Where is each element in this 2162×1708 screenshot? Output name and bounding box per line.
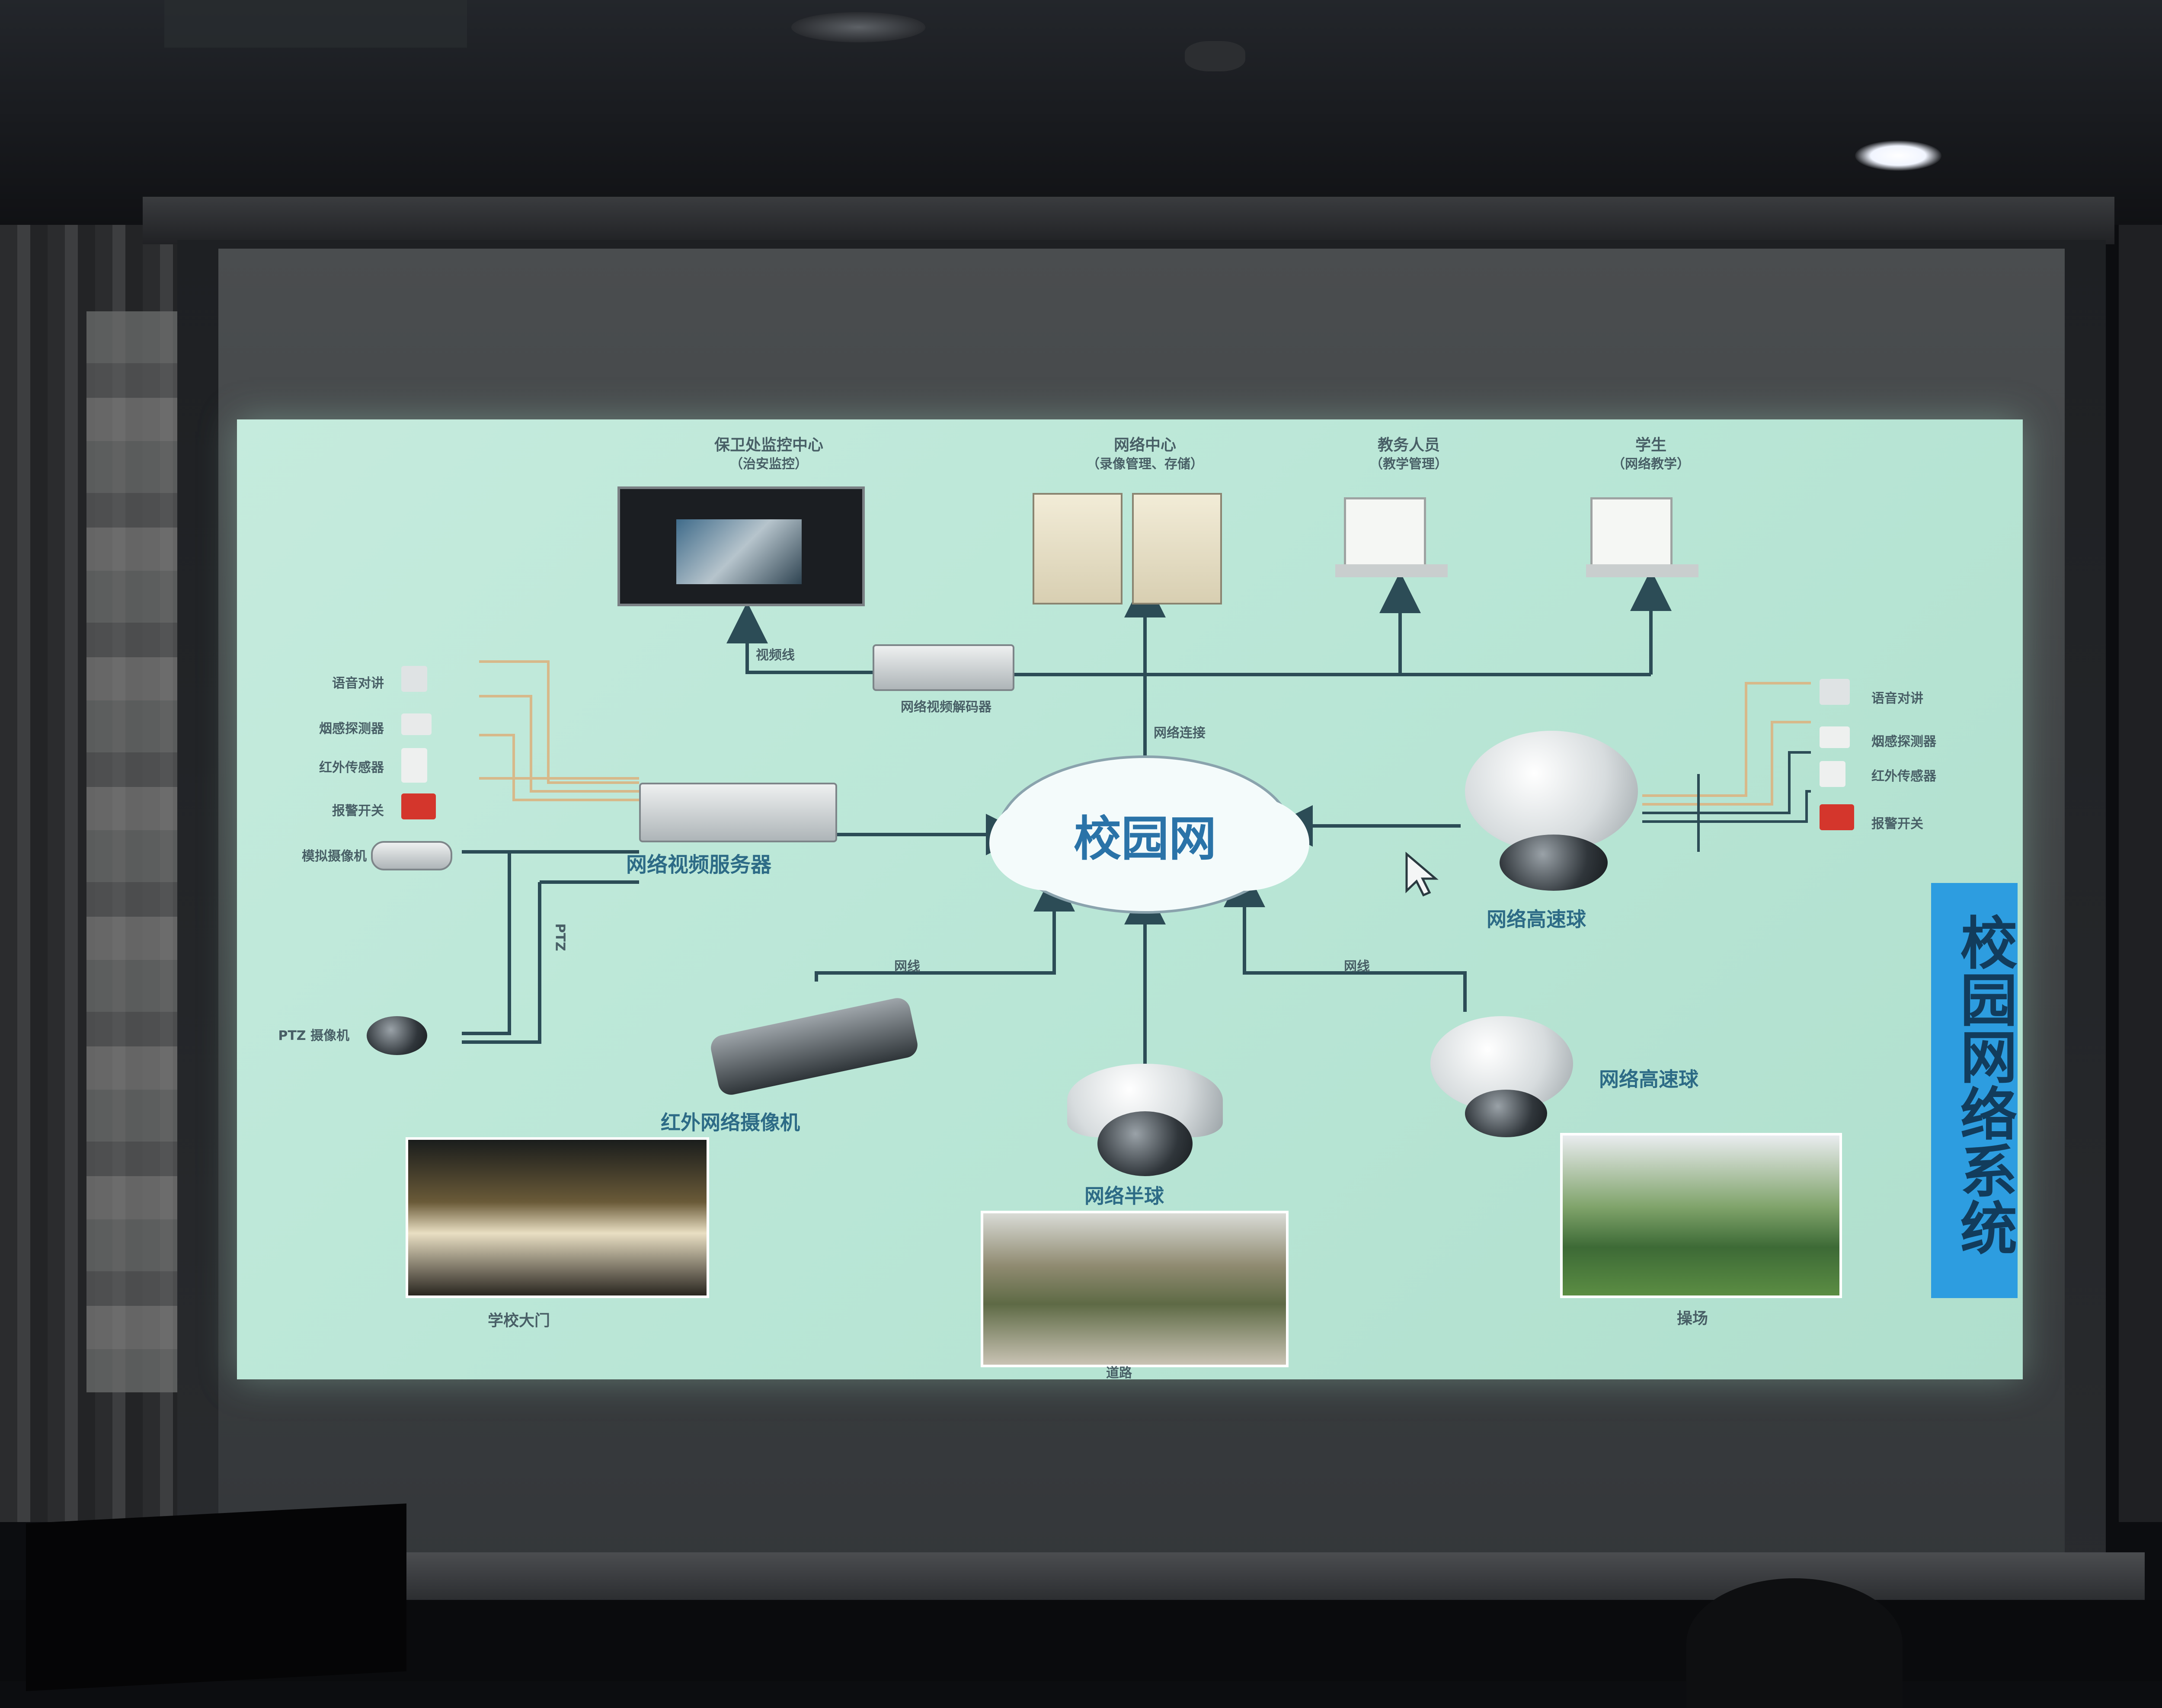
screen-bottom-rail <box>372 1552 2145 1600</box>
camera-lens-icon <box>1097 1111 1193 1176</box>
photo-label-road: 道路 <box>1106 1366 1132 1379</box>
net-line-left-label: 网线 <box>894 959 920 974</box>
ceiling-light <box>1855 141 1941 171</box>
side-title-banner: 校园网络系统 <box>1931 883 2018 1298</box>
server-tower-icon <box>1132 493 1222 605</box>
cloud-text: 校园网 <box>1074 811 1216 867</box>
hemisphere-label: 网络半球 <box>1084 1184 1164 1208</box>
server-tower-icon <box>1033 493 1123 605</box>
left-sensor-ptz-camera: PTZ 摄像机 <box>278 1028 349 1043</box>
intercom-icon <box>1820 679 1850 705</box>
playground-photo <box>1560 1133 1842 1298</box>
projected-slide: 校园网 保卫处监控中心 （治安监控） 网络中心 （录像管理、存储） 教务人员 （… <box>237 419 2023 1379</box>
net-line-right-label: 网线 <box>1344 959 1370 974</box>
connection-lines <box>462 569 1811 1068</box>
video-server-label: 网络视频服务器 <box>626 853 772 877</box>
analog-camera-icon <box>371 841 452 870</box>
right-sensor-alarm: 报警开关 <box>1871 816 1923 832</box>
desktop-pc-icon <box>1590 497 1673 566</box>
keyboard-icon <box>1586 564 1698 577</box>
ir-camera-label: 红外网络摄像机 <box>661 1111 800 1134</box>
node-subtitle-network-center: （录像管理、存储） <box>1087 457 1203 472</box>
ceiling-fixture <box>1185 41 1245 71</box>
left-sensor-intercom: 语音对讲 <box>332 676 384 691</box>
desktop-pc-icon <box>1344 497 1426 566</box>
right-sensor-smoke: 烟感探测器 <box>1871 734 1936 749</box>
left-sensor-analog-camera: 模拟摄像机 <box>302 849 367 864</box>
left-sensor-alarm: 报警开关 <box>332 803 384 819</box>
decoder-label: 网络视频解码器 <box>901 700 991 715</box>
sensor-wires-right <box>1642 682 1811 806</box>
infrared-sensor-icon <box>401 748 427 783</box>
cloud-label: 校园网 <box>1050 800 1240 869</box>
ceiling-fixture <box>791 12 925 42</box>
side-title: 校园网络系统 <box>1951 913 2018 1256</box>
video-decoder-icon <box>873 644 1014 691</box>
video-server-icon <box>639 783 837 842</box>
camera-lens-icon <box>1500 835 1608 891</box>
ptz-label: PTZ <box>552 923 568 951</box>
wall <box>2119 225 2162 1522</box>
node-subtitle-students: （网络教学） <box>1612 457 1690 472</box>
audience-head <box>1686 1578 1903 1708</box>
speed-dome-camera-icon <box>1465 731 1638 852</box>
node-title-students: 学生 <box>1635 436 1666 454</box>
keyboard-icon <box>1335 564 1448 577</box>
node-title-network-center: 网络中心 <box>1113 436 1176 454</box>
camera-lens-icon <box>1465 1090 1547 1137</box>
mouse-cursor-icon <box>1405 852 1439 897</box>
cloud-shape <box>989 755 1309 914</box>
infrared-sensor-icon <box>1820 761 1845 787</box>
screen-top-rail <box>143 197 2114 244</box>
speed-dome-1-label: 网络高速球 <box>1487 908 1586 931</box>
intercom-icon <box>401 666 427 692</box>
monitor-screen <box>676 519 802 584</box>
ptz-camera-icon <box>367 1016 427 1055</box>
alarm-switch-icon <box>1820 804 1854 830</box>
smoke-detector-icon <box>401 713 432 735</box>
left-sensor-infrared: 红外传感器 <box>319 760 384 775</box>
monitor-wall-icon <box>617 486 865 606</box>
node-title-teaching-staff: 教务人员 <box>1377 436 1440 454</box>
photo-label-school-gate: 学校大门 <box>488 1312 550 1330</box>
node-subtitle-teaching-staff: （教学管理） <box>1370 457 1448 472</box>
node-title-monitoring: 保卫处监控中心 <box>714 436 823 454</box>
right-sensor-infrared: 红外传感器 <box>1871 769 1936 784</box>
alarm-switch-icon <box>401 793 436 819</box>
left-sensor-smoke: 烟感探测器 <box>319 721 384 736</box>
smoke-detector-icon <box>1820 726 1850 748</box>
road-photo <box>981 1211 1289 1367</box>
laptop-silhouette <box>26 1503 406 1692</box>
video-line-label: 视频线 <box>756 648 795 663</box>
ceiling-vent <box>164 0 467 48</box>
network-connection-label: 网络连接 <box>1154 726 1206 741</box>
sensor-wires-left <box>479 660 639 801</box>
speed-dome-2-label: 网络高速球 <box>1599 1068 1698 1091</box>
right-sensor-intercom: 语音对讲 <box>1871 691 1923 706</box>
school-gate-photo <box>406 1137 709 1298</box>
node-subtitle-monitoring: （治安监控） <box>730 457 808 472</box>
wires-main <box>462 569 1672 1068</box>
photo-label-playground: 操场 <box>1677 1310 1708 1327</box>
